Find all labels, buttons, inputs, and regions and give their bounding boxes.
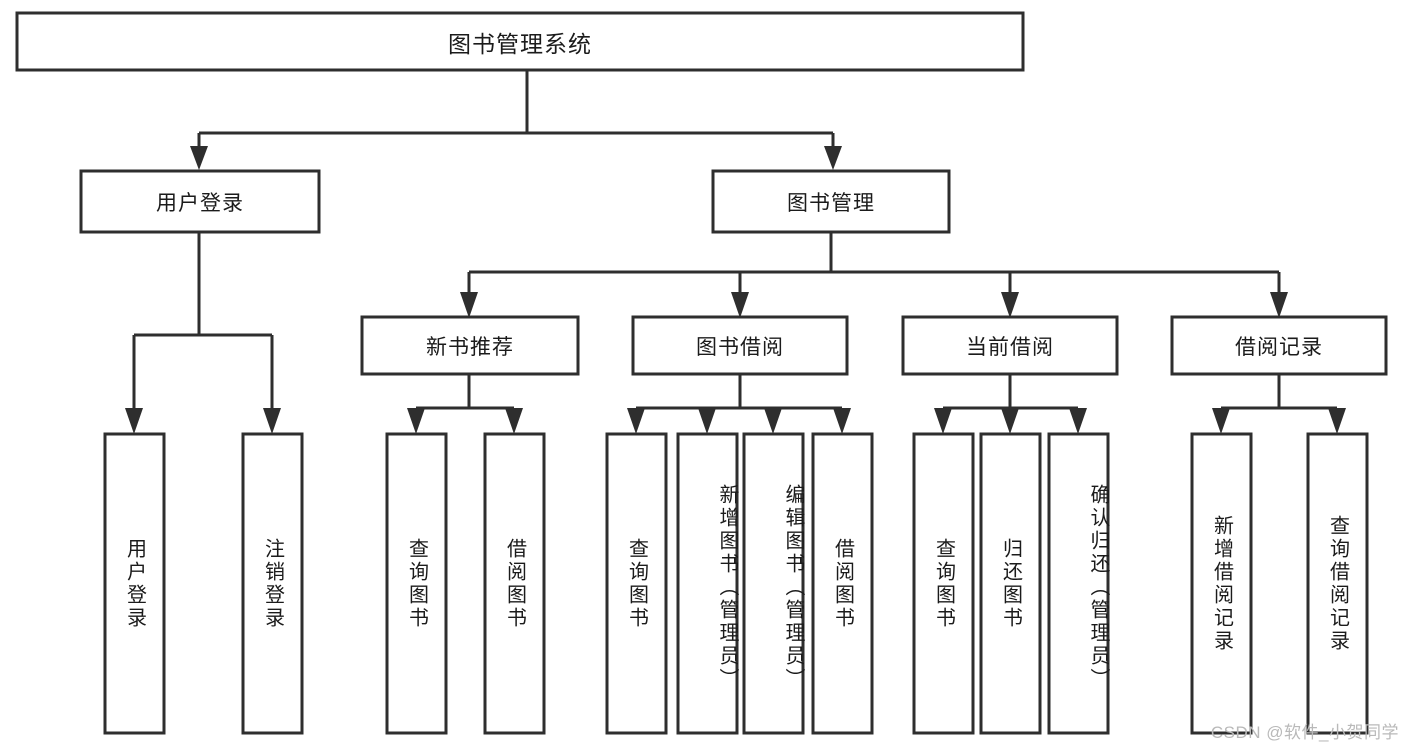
connector-new-book-to-leaves [414, 374, 516, 412]
arrowhead-new-book-leaf-2 [505, 408, 523, 434]
node-current-borrow-box[interactable] [901, 315, 1119, 376]
arrowhead-user-login-leaf-1 [125, 408, 143, 434]
connector-user-login-to-leaves [132, 232, 274, 412]
connector-book-borrow-to-leaves [634, 374, 844, 412]
connector-borrow-record-to-leaves [1219, 374, 1339, 412]
arrowhead-to-current-borrow [1001, 292, 1019, 318]
connector-book-manage-to-level3 [467, 232, 1281, 296]
arrowhead-new-book-leaf-1 [407, 408, 425, 434]
arrowhead-to-new-book [460, 292, 478, 318]
node-root-box[interactable] [15, 11, 1025, 72]
connector-current-borrow-to-leaves [941, 374, 1080, 412]
leaf-box-book-borrow-3[interactable] [742, 432, 805, 735]
leaf-box-book-borrow-4[interactable] [811, 432, 874, 735]
leaf-box-new-book-1[interactable] [385, 432, 448, 735]
arrowhead-to-book-manage [824, 146, 842, 170]
arrowhead-book-borrow-leaf-1 [627, 408, 645, 434]
arrowhead-book-borrow-leaf-4 [833, 408, 851, 434]
arrowhead-current-borrow-leaf-1 [934, 408, 952, 434]
leaf-box-user-login-1[interactable] [103, 432, 166, 735]
arrowhead-to-borrow-record [1270, 292, 1288, 318]
leaf-box-borrow-record-1[interactable] [1190, 432, 1253, 735]
leaf-box-user-login-2[interactable] [241, 432, 304, 735]
connector-root-to-level2 [197, 70, 835, 150]
leaf-box-new-book-2[interactable] [483, 432, 546, 735]
arrowhead-current-borrow-leaf-3 [1069, 408, 1087, 434]
arrowhead-book-borrow-leaf-2 [698, 408, 716, 434]
arrowhead-current-borrow-leaf-2 [1001, 408, 1019, 434]
node-book-borrow-box[interactable] [631, 315, 849, 376]
node-borrow-record-box[interactable] [1170, 315, 1388, 376]
arrowhead-borrow-record-leaf-1 [1212, 408, 1230, 434]
arrowhead-to-book-borrow [731, 292, 749, 318]
leaf-box-borrow-record-2[interactable] [1306, 432, 1369, 735]
arrowhead-to-user-login [190, 146, 208, 170]
arrowhead-borrow-record-leaf-2 [1328, 408, 1346, 434]
leaf-box-current-borrow-2[interactable] [979, 432, 1042, 735]
leaf-box-book-borrow-2[interactable] [676, 432, 739, 735]
arrowhead-user-login-leaf-2 [263, 408, 281, 434]
node-user-login-box[interactable] [79, 169, 321, 234]
arrowhead-book-borrow-leaf-3 [764, 408, 782, 434]
node-new-book-box[interactable] [360, 315, 580, 376]
leaf-box-book-borrow-1[interactable] [605, 432, 668, 735]
leaf-box-current-borrow-3[interactable] [1047, 432, 1110, 735]
node-book-manage-box[interactable] [711, 169, 951, 234]
leaf-box-current-borrow-1[interactable] [912, 432, 975, 735]
